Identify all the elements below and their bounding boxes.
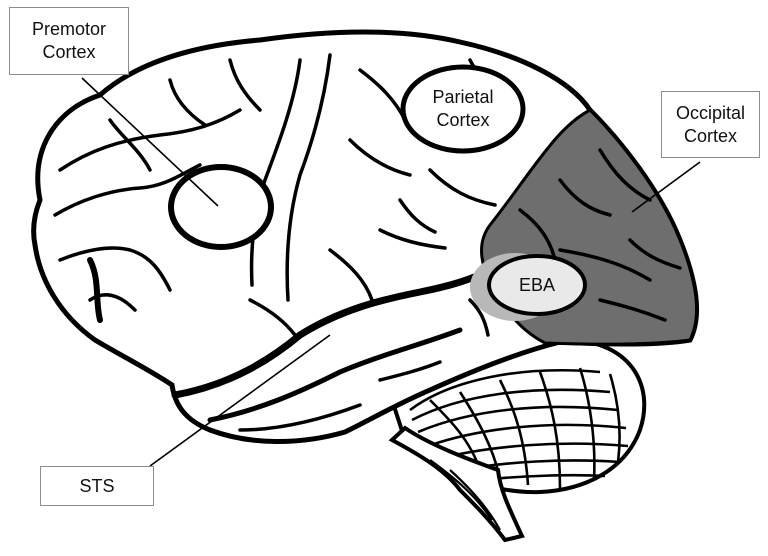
- eba-label: EBA: [489, 268, 585, 302]
- premotor-label: Premotor Cortex: [9, 7, 129, 75]
- parietal-label: Parietal Cortex: [403, 79, 523, 139]
- occipital-label: Occipital Cortex: [661, 91, 760, 158]
- premotor-oval: [171, 167, 271, 247]
- sts-label: STS: [40, 466, 154, 506]
